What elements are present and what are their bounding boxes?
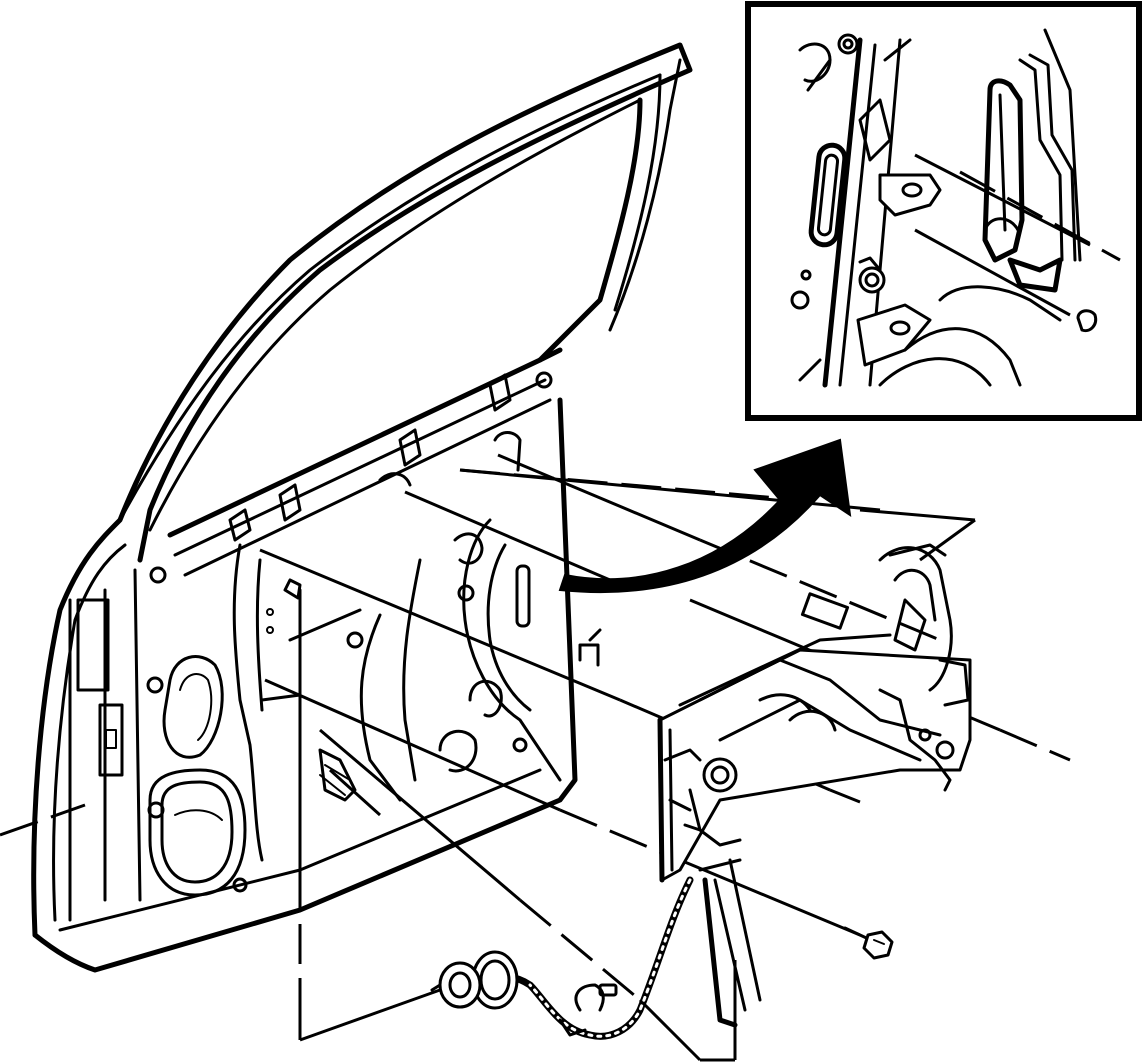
bolt-icon	[843, 926, 894, 960]
door-inner-panel	[32, 371, 602, 973]
window-regulator-assembly	[657, 543, 972, 1028]
detail-arrow-icon	[558, 438, 852, 594]
detail-inset	[745, 1, 1142, 421]
grommet-icon	[430, 950, 519, 1010]
door-window-frame	[31, 42, 693, 938]
wiring-harness	[486, 876, 694, 1040]
